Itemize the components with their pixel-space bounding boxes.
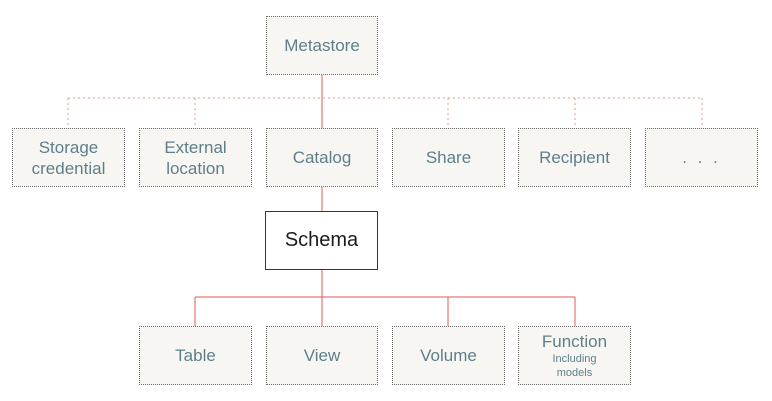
node-sublabel-line2: models xyxy=(556,367,593,379)
node-schema-label: Schema xyxy=(284,229,359,251)
node-label-line2: credential xyxy=(31,158,106,178)
node-more: . . . xyxy=(645,128,758,187)
node-function: Function Including models xyxy=(518,326,631,385)
node-catalog: Catalog xyxy=(266,128,378,187)
node-external-location: External location xyxy=(139,128,252,187)
node-label-line1: External xyxy=(164,137,227,157)
node-metastore: Metastore xyxy=(266,16,378,75)
node-label-line1: Share xyxy=(425,148,472,167)
ellipsis-label: . . . xyxy=(682,148,721,167)
node-storage-credential: Storage credential xyxy=(12,128,125,187)
node-share: Share xyxy=(392,128,505,187)
node-label-line1: Storage xyxy=(38,137,99,157)
node-recipient: Recipient xyxy=(518,128,631,187)
node-label-line1: Table xyxy=(175,346,216,365)
node-label-line1: Function xyxy=(541,332,608,351)
node-label-line1: Recipient xyxy=(539,148,610,167)
node-label-line1: Volume xyxy=(420,346,477,365)
node-view: View xyxy=(266,326,378,385)
node-sublabel-line1: Including xyxy=(552,353,597,365)
node-volume: Volume xyxy=(392,326,505,385)
node-label-line1: View xyxy=(303,346,341,365)
node-label-line2: location xyxy=(166,158,225,178)
node-metastore-label: Metastore xyxy=(284,36,360,55)
node-label-line1: Catalog xyxy=(292,148,352,167)
node-table: Table xyxy=(139,326,252,385)
node-schema: Schema xyxy=(265,211,378,270)
